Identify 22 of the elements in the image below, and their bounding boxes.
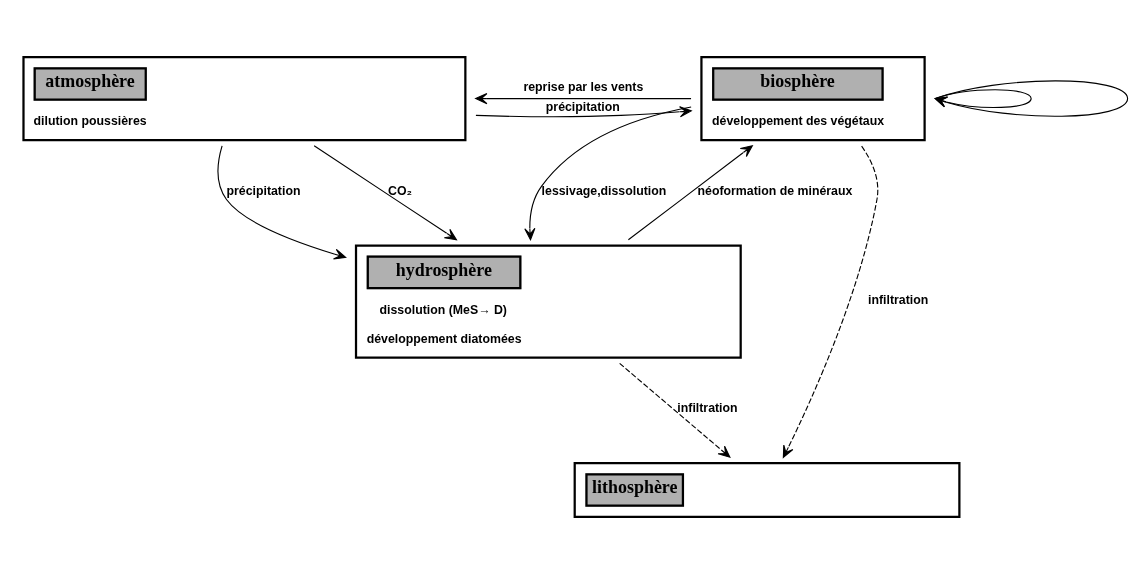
edge-label: précipitation <box>545 99 620 114</box>
node-box: biosphère développement des végétaux <box>700 55 926 142</box>
arrow <box>475 106 692 118</box>
edge-label: infiltration <box>867 292 929 307</box>
arrow <box>934 80 1129 117</box>
edge-label: infiltration <box>677 401 738 416</box>
arrow <box>627 145 753 241</box>
arrow <box>782 145 879 458</box>
edge-label: précipitation <box>226 183 301 198</box>
node-box: hydrosphère dissolution (MeS→ D) développement diatomées <box>354 244 742 359</box>
edge-label: CO₂ <box>387 183 412 198</box>
arrow <box>313 145 458 241</box>
edge-label: néoformation de minéraux <box>697 183 853 198</box>
arrow <box>524 106 692 241</box>
node-box: atmosphère dilution poussières <box>22 55 467 142</box>
arrow <box>934 89 1032 108</box>
node-box: lithosphère <box>573 461 961 519</box>
edge-label: lessivage,dissolution <box>541 183 667 198</box>
arrow <box>217 145 347 260</box>
arrow <box>619 362 731 458</box>
arrow <box>475 93 692 105</box>
edge-label: reprise par les vents <box>523 79 644 94</box>
